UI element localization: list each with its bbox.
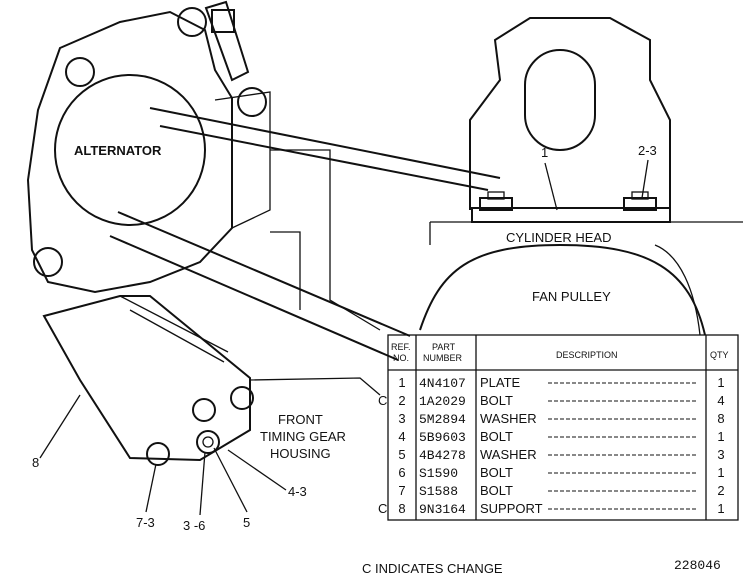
callout-4-3: 4-3 [288, 484, 307, 499]
bolt-hole-center [196, 430, 220, 454]
fan-pulley-label: FAN PULLEY [532, 289, 611, 304]
header-ref: REF. [391, 342, 411, 352]
part-number: S1588 [419, 484, 458, 499]
qty: 4 [717, 393, 724, 408]
cylinder-head [429, 17, 743, 245]
qty: 1 [717, 375, 724, 390]
part-number: 4N4107 [419, 376, 466, 391]
bolt-hole-lower-left [146, 442, 170, 466]
change-note: C INDICATES CHANGE [362, 561, 503, 576]
support-bracket [42, 295, 254, 466]
table-row: 1 4N4107 PLATE 1 [398, 375, 724, 391]
qty: 3 [717, 447, 724, 462]
front-label-1: FRONT [278, 412, 323, 427]
parts-table: REF. NO. PART NUMBER DESCRIPTION QTY 1 4N… [378, 334, 739, 521]
callout-8: 8 [32, 455, 39, 470]
qty: 2 [717, 483, 724, 498]
alternator-label: ALTERNATOR [74, 143, 162, 158]
table-row: 6 S1590 BOLT 1 [398, 465, 724, 481]
callout-7-3: 7-3 [136, 515, 155, 530]
part-number: S1590 [419, 466, 458, 481]
engine-outline [249, 149, 381, 396]
header-qty: QTY [710, 350, 729, 360]
qty: 1 [717, 501, 724, 516]
alternator-body [54, 74, 206, 226]
ref-no: 1 [398, 375, 405, 390]
description: WASHER [480, 411, 537, 426]
description: SUPPORT [480, 501, 543, 516]
qty: 8 [717, 411, 724, 426]
change-mark: C [378, 501, 387, 516]
bolt-hole-upper-right [230, 386, 254, 410]
callout-1: 1 [541, 145, 548, 160]
ref-no: 7 [398, 483, 405, 498]
header-part: PART [432, 342, 456, 352]
description: PLATE [480, 375, 521, 390]
table-row: 7 S1588 BOLT 2 [398, 483, 724, 499]
callouts: 1 2-3 8 4-3 7-3 3 -6 5 [32, 143, 657, 533]
adjusting-rod [204, 0, 267, 117]
table-row: 5 4B4278 WASHER 3 [398, 447, 724, 463]
ref-no: 4 [398, 429, 405, 444]
change-mark: C [378, 393, 387, 408]
qty: 1 [717, 429, 724, 444]
front-label-2: TIMING GEAR [260, 429, 346, 444]
description: BOLT [480, 483, 513, 498]
drawing-number: 228046 [674, 558, 721, 573]
callout-5: 5 [243, 515, 250, 530]
ref-no: 2 [398, 393, 405, 408]
header-part-number: NUMBER [423, 353, 463, 363]
header-ref-no: NO. [393, 353, 409, 363]
header-description: DESCRIPTION [556, 350, 618, 360]
part-number: 5B9603 [419, 430, 466, 445]
bolt-hole-upper-left [192, 398, 216, 422]
part-number: 4B4278 [419, 448, 466, 463]
fan-pulley [419, 243, 706, 336]
description: WASHER [480, 447, 537, 462]
ref-no: 8 [398, 501, 405, 516]
fan-belt [109, 107, 501, 361]
front-label-3: HOUSING [270, 446, 331, 461]
alternator-housing [26, 7, 271, 294]
bolt-2-left [479, 191, 513, 211]
callout-3-6: 3 -6 [183, 518, 205, 533]
cylinder-head-label: CYLINDER HEAD [506, 230, 611, 245]
table-row: 4 5B9603 BOLT 1 [398, 429, 724, 445]
table-row: 3 5M2894 WASHER 8 [398, 411, 724, 427]
part-number: 5M2894 [419, 412, 466, 427]
ref-no: 3 [398, 411, 405, 426]
part-number: 9N3164 [419, 502, 466, 517]
description: BOLT [480, 465, 513, 480]
ref-no: 6 [398, 465, 405, 480]
description: BOLT [480, 393, 513, 408]
bolt-2-right [623, 191, 657, 211]
ref-no: 5 [398, 447, 405, 462]
part-number: 1A2029 [419, 394, 466, 409]
callout-2-3: 2-3 [638, 143, 657, 158]
description: BOLT [480, 429, 513, 444]
qty: 1 [717, 465, 724, 480]
